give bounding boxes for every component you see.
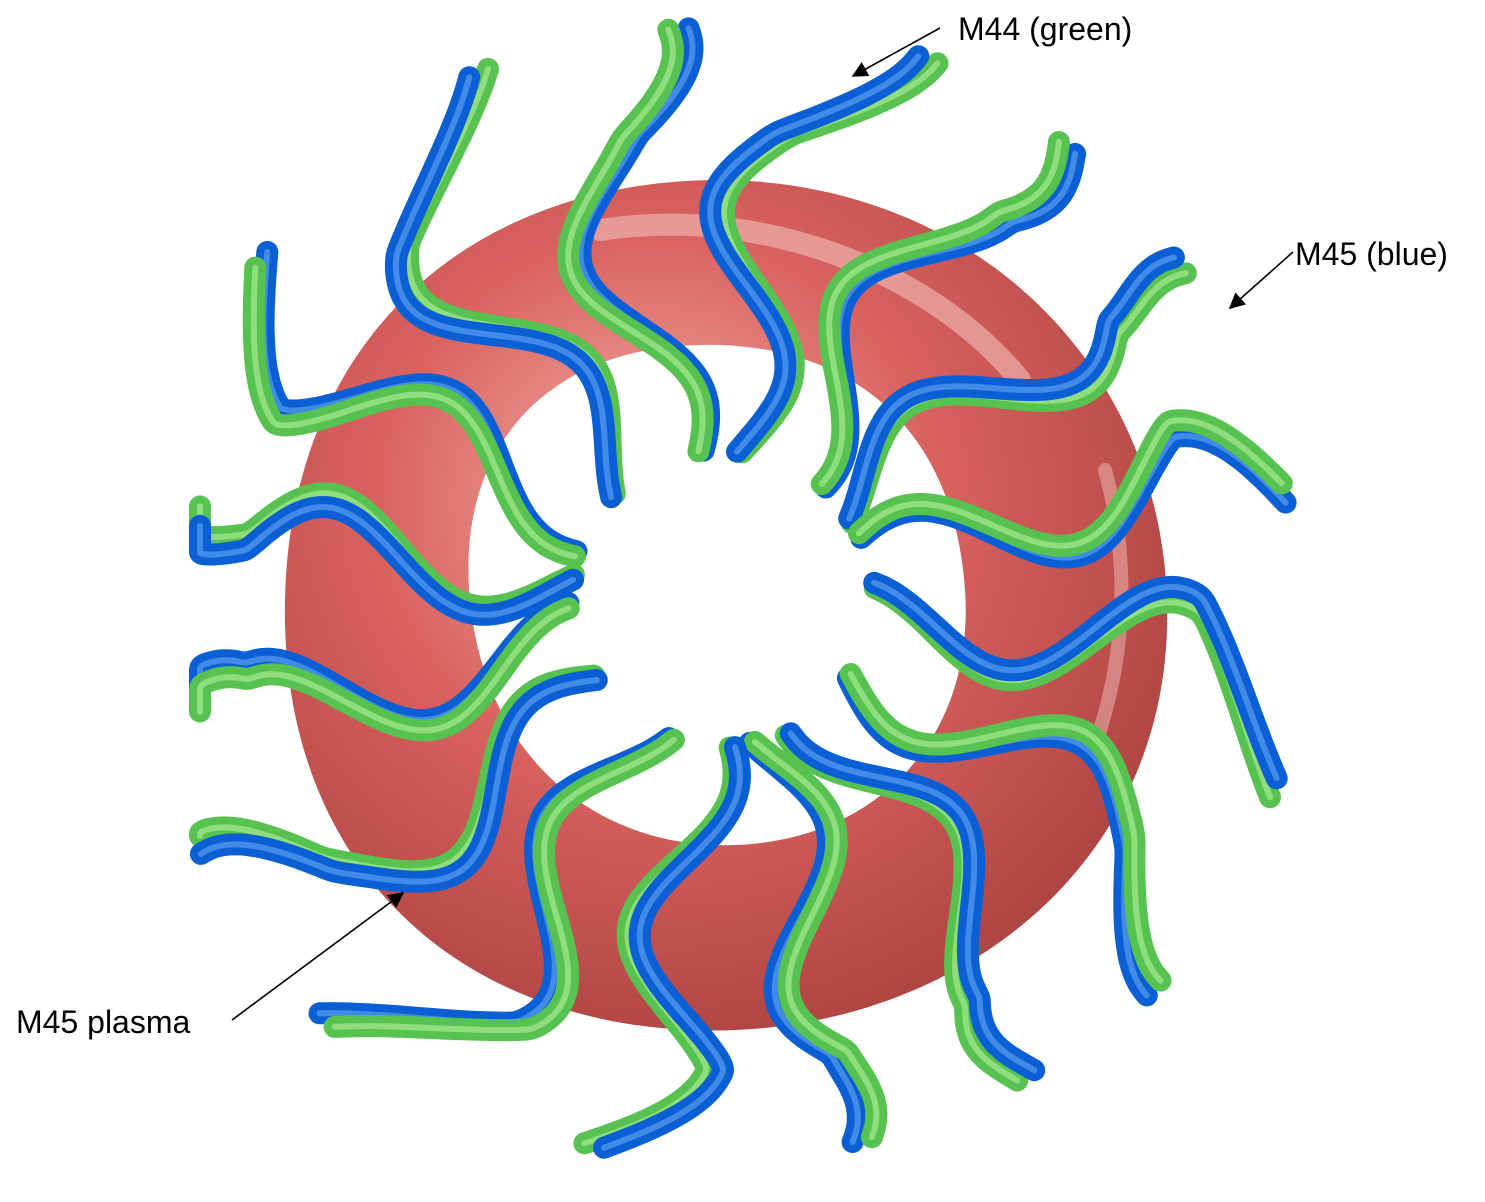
label-m45-blue: M45 (blue) — [1295, 236, 1448, 272]
annotation-blue: M45 (blue) — [1230, 236, 1448, 308]
leader-arrow-plasma — [232, 893, 403, 1020]
label-m45-plasma: M45 plasma — [16, 1004, 191, 1040]
leader-arrow-blue — [1230, 252, 1293, 308]
label-m44-green: M44 (green) — [958, 11, 1132, 47]
